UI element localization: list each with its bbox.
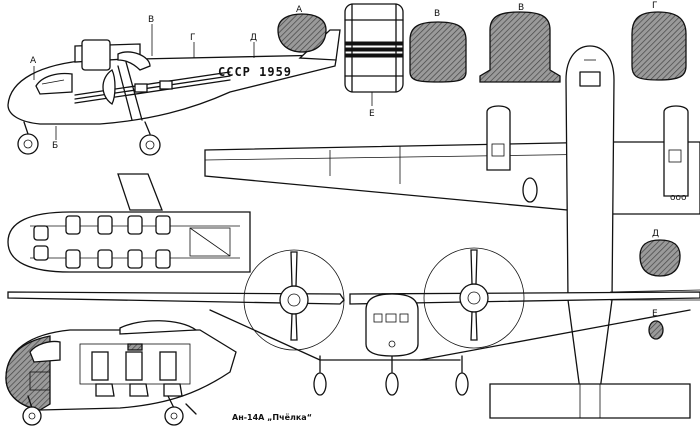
section-d-plan-label: Д [652, 229, 659, 239]
section-label-g: Г [190, 33, 196, 43]
section-e-plan-label: Е [652, 309, 658, 319]
cutaway-side-view [5, 320, 237, 426]
cross-sections: А В В Г [277, 1, 687, 83]
section-v2-title: В [518, 3, 524, 13]
section-g-title: Г [652, 1, 658, 11]
nose-front-detail: Е [344, 3, 404, 119]
section-label-a: А [30, 56, 37, 66]
cabin-plan [7, 173, 251, 273]
section-label-e-top: Е [369, 109, 375, 119]
drawing-caption: Ан-14А „Пчёлка“ [232, 413, 312, 422]
section-label-d: Д [250, 33, 257, 43]
registration-text: СССР 1959 [218, 65, 292, 79]
section-v-title: В [434, 9, 440, 19]
plan-view: ооо Д Е [204, 45, 700, 419]
svg-text:ооо: ооо [670, 193, 687, 203]
side-view: СССР 1959 А В Г Д Б [7, 15, 341, 156]
front-view [7, 247, 700, 396]
section-label-b: Б [52, 141, 58, 151]
section-a-title: А [296, 5, 303, 15]
section-label-v: В [148, 15, 154, 25]
